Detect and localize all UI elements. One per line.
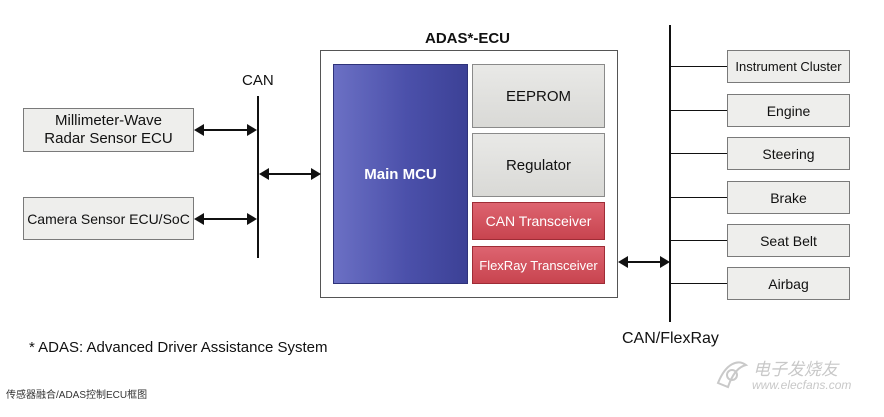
radar-label-line2: Radar Sensor ECU — [44, 130, 173, 147]
node-connector — [671, 240, 727, 241]
watermark-url: www.elecfans.com — [752, 378, 852, 392]
camera-can-arrow — [194, 213, 257, 225]
main-mcu-label: Main MCU — [364, 165, 437, 183]
node-label: Seat Belt — [760, 232, 817, 249]
watermark-name: 电子发烧友 — [753, 360, 838, 379]
ecu-flexray-arrow — [618, 256, 670, 268]
node-connector — [671, 110, 727, 111]
camera-sensor-ecu: Camera Sensor ECU/SoC — [23, 197, 194, 240]
node-connector — [671, 283, 727, 284]
can-bus-label: CAN — [242, 72, 274, 89]
flexray-transceiver-label: FlexRay Transceiver — [479, 257, 598, 273]
can-transceiver-label: CAN Transceiver — [485, 213, 592, 229]
regulator-label: Regulator — [505, 156, 572, 174]
camera-label: Camera Sensor ECU/SoC — [27, 210, 190, 227]
radar-sensor-ecu: Millimeter-Wave Radar Sensor ECU — [23, 108, 194, 152]
can-ecu-arrow — [259, 168, 321, 180]
can-flexray-bus-label: CAN/FlexRay — [622, 330, 719, 347]
flexray-transceiver-block: FlexRay Transceiver — [472, 246, 605, 284]
node-connector — [671, 197, 727, 198]
caption: 传感器融合/ADAS控制ECU框图 — [6, 390, 148, 401]
footnote: * ADAS: Advanced Driver Assistance Syste… — [29, 339, 328, 356]
airbag-box: Airbag — [727, 267, 850, 300]
brake-box: Brake — [727, 181, 850, 214]
regulator-block: Regulator — [472, 133, 605, 197]
can-bus-line — [257, 96, 259, 258]
ecu-title: ADAS*-ECU — [425, 30, 511, 47]
radar-label-line1: Millimeter-Wave — [55, 112, 162, 129]
flexray-bus-line — [669, 25, 671, 322]
node-label: Brake — [770, 189, 807, 206]
node-label: Airbag — [768, 275, 809, 292]
watermark-logo — [712, 353, 752, 393]
node-label: Instrument Cluster — [735, 59, 842, 74]
seat-belt-box: Seat Belt — [727, 224, 850, 257]
instrument-cluster-box: Instrument Cluster — [727, 50, 850, 83]
elecfans-logo-icon — [716, 361, 749, 389]
node-label: Engine — [766, 102, 811, 119]
engine-box: Engine — [727, 94, 850, 127]
node-connector — [671, 153, 727, 154]
node-label: Steering — [762, 145, 815, 162]
node-connector — [671, 66, 727, 67]
radar-can-arrow — [194, 124, 257, 136]
main-mcu-block: Main MCU — [333, 64, 468, 284]
eeprom-label: EEPROM — [505, 87, 571, 105]
steering-box: Steering — [727, 137, 850, 170]
can-transceiver-block: CAN Transceiver — [472, 202, 605, 240]
eeprom-block: EEPROM — [472, 64, 605, 128]
